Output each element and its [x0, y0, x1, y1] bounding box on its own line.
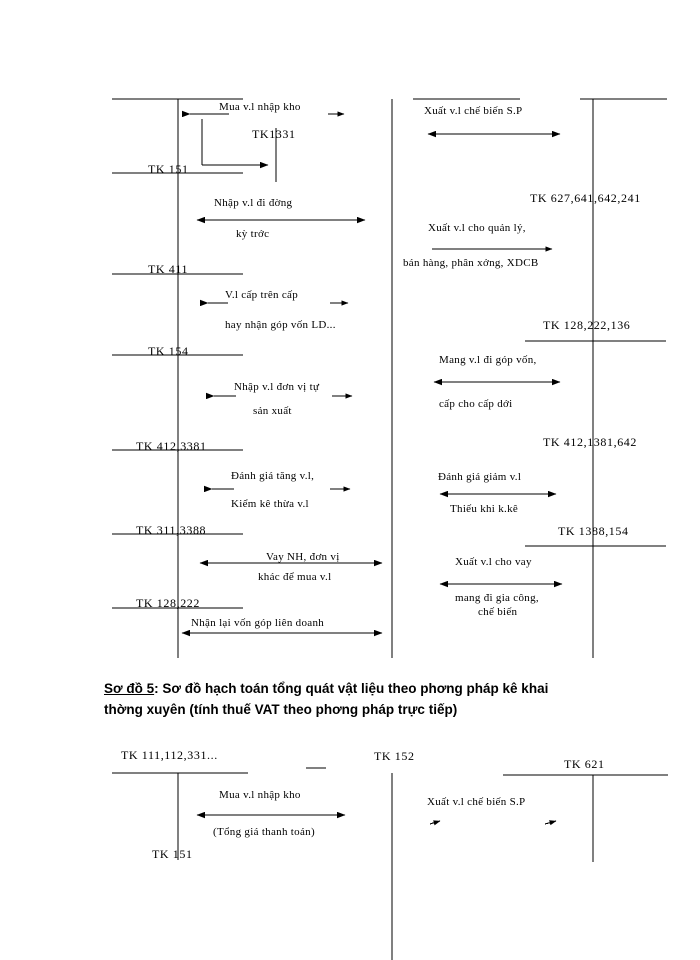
- flow-label-mang-vl-di-gop-von-l1: Mang v.l đi góp vốn,: [439, 354, 537, 366]
- flow-label-danh-gia-tang-vl-l1: Đánh giá tăng v.l,: [231, 470, 315, 482]
- flow-label-vay-nh-don-vi-l2: khác để mua v.l: [258, 571, 332, 583]
- account-label-tk-152-bottom: TK 152: [374, 749, 415, 763]
- flow-label-xuat-vl-cho-quan-ly-l2: bán hàng, phân xởng, XDCB: [403, 257, 539, 269]
- flow-label-danh-gia-giam-vl-l2: Thiếu khi k.kê: [450, 503, 519, 515]
- flow-label-danh-gia-tang-vl-l2: Kiểm kê thừa v.l: [231, 498, 309, 510]
- flow-label-nhap-vl-don-vi-tu-l1: Nhập v.l đơn vị tự: [234, 381, 320, 393]
- account-label-tk-154: TK 154: [148, 344, 189, 358]
- flow-label-mua-vl-nhap-kho-bottom-l2: (Tổng giá thanh toán): [213, 826, 315, 838]
- account-label-tk-1388-154: TK 1388,154: [558, 524, 629, 538]
- flow-label-nhap-vl-di-dong-l2: kỳ trớc: [236, 228, 270, 240]
- flow-label-danh-gia-giam-vl-l1: Đánh giá giảm v.l: [438, 471, 522, 483]
- flow-label-xuat-vl-cho-quan-ly-l1: Xuất v.l cho quản lý,: [428, 222, 526, 234]
- flow-label-vl-cap-tren-cap-l1: V.l cấp trên cấp: [225, 289, 299, 301]
- account-label-tk-111-112-331: TK 111,112,331...: [121, 748, 218, 762]
- account-label-tk-412-3381: TK 412,3381: [136, 439, 207, 453]
- account-label-tk-128-222-136: TK 128,222,136: [543, 318, 631, 332]
- flow-label-xuat-vl-cho-vay-l1: Xuất v.l cho vay: [455, 556, 532, 568]
- figure-caption-number: Sơ đồ 5: [104, 681, 155, 696]
- account-label-tk-311-3388: TK 311,3388: [136, 523, 207, 537]
- flow-label-mua-vl-nhap-kho: Mua v.l nhập kho: [219, 101, 301, 113]
- account-label-tk-128-222: TK 128,222: [136, 596, 200, 610]
- flow-label-xuat-vl-cho-vay-l2: mang đi gia công,: [455, 592, 539, 604]
- account-label-tk-151: TK 151: [148, 162, 189, 176]
- account-label-tk-412-1381-642: TK 412,1381,642: [543, 435, 637, 449]
- flow-label-vl-cap-tren-cap-l2: hay nhận góp vốn LD...: [225, 319, 336, 331]
- figure-caption-line2: thờng xuyên (tính thuế VAT theo phơng ph…: [104, 702, 458, 717]
- account-label-tk-1331: TK1331: [252, 127, 296, 141]
- figure-caption-line1: Sơ đồ hạch toán tổng quát vật liệu theo …: [158, 681, 549, 696]
- account-label-tk-627-641-642-241: TK 627,641,642,241: [530, 191, 641, 205]
- flow-label-nhap-vl-don-vi-tu-l2: sản xuất: [253, 405, 292, 417]
- flow-label-xuat-vl-cho-vay-l3: chế biến: [478, 606, 518, 618]
- account-label-tk-411: TK 411: [148, 262, 189, 276]
- figure-caption: Sơ đồ 5: Sơ đồ hạch toán tổng quát vật l…: [104, 678, 684, 720]
- flow-label-xuat-vl-che-bien-sp: Xuất v.l chế biến S.P: [424, 105, 523, 117]
- account-label-tk-151-bottom: TK 151: [152, 847, 193, 861]
- flow-label-mua-vl-nhap-kho-bottom-l1: Mua v.l nhập kho: [219, 789, 301, 801]
- flow-label-mang-vl-di-gop-von-l2: cấp cho cấp dới: [439, 398, 513, 410]
- flow-label-nhan-lai-von-gop-lien-doanh: Nhận lại vốn góp liên doanh: [191, 617, 325, 629]
- flow-label-nhap-vl-di-dong-l1: Nhập v.l đi đờng: [214, 197, 293, 209]
- account-label-tk-621-bottom: TK 621: [564, 757, 605, 771]
- flow-label-vay-nh-don-vi-l1: Vay NH, đơn vị: [266, 551, 340, 563]
- flow-label-xuat-vl-che-bien-sp-bottom: Xuất v.l chế biến S.P: [427, 796, 526, 808]
- figure-caption-colon: :: [154, 681, 159, 696]
